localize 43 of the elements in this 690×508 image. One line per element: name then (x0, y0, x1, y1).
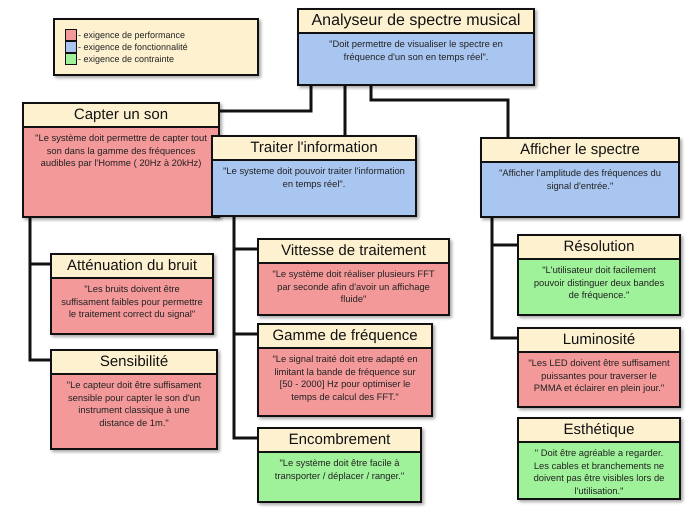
requirement-card (257, 323, 433, 417)
requirement-card (297, 8, 535, 86)
requirement-card (517, 327, 681, 408)
requirement-text: " Doit être agréable a regarder. Les cables et branchements ne doivent pas être visibles lors de l'utilisation." (532, 446, 666, 498)
requirement-title: Traiter l'information (213, 137, 415, 161)
requirement-text: "Le capteur doit être suffisament sensible pour capter le son d'un instrument classique à une distance de 1m." (66, 378, 202, 430)
requirement-text: "Le systeme doit pouvoir traiter l'information en temps réel". (222, 164, 406, 191)
legend-text: - exigence de contrainte (78, 54, 174, 64)
requirement-title: Gamme de fréquence (259, 325, 431, 349)
connector-line (344, 86, 346, 135)
legend-text: - exigence de performance (78, 30, 186, 40)
requirement-title: Analyseur de spectre musical (299, 10, 533, 34)
requirement-text: "L'utilisateur doit facilement pouvoir distinguer deux bandes de fréquence." (532, 263, 666, 302)
requirement-card (22, 102, 220, 218)
requirement-card (50, 253, 214, 335)
connector-line (370, 86, 510, 137)
requirement-card (50, 349, 218, 450)
connector-line (220, 86, 312, 112)
requirement-title: Vittesse de traitement (259, 240, 448, 264)
requirement-card (517, 417, 681, 500)
requirement-card (211, 135, 417, 217)
requirement-title: Résolution (519, 236, 679, 260)
requirement-text: "Le signal traité doit etre adapté en limitant la bande de fréquence sur [50 - 2000] Hz pour optimiser le temps de calcul des FFT." (271, 352, 419, 404)
requirement-text: "Les LED doivent être suffisament puissantes pour traverser le PMMA et éclairer en plein jour." (527, 356, 671, 395)
requirement-title: Atténuation du bruit (52, 255, 212, 279)
requirement-text: "Le système doit permettre de capter tout son dans la gamme des fréquences audibles par l'Homme ( 20Hz à 20kHz) (34, 131, 208, 170)
requirement-title: Luminosité (519, 329, 679, 353)
requirement-card (257, 427, 422, 503)
legend-text: - exigence de fonctionnalité (78, 42, 188, 52)
requirement-title: Sensibilité (52, 351, 216, 375)
requirement-text: "Le système doit réaliser plusieurs FFT par seconde afin d'avoir un affichage fluide" (271, 267, 436, 306)
requirement-card (480, 137, 680, 218)
requirement-card (517, 234, 681, 316)
requirement-text: "Le système doit être facile à transporter / déplacer / ranger." (274, 456, 406, 483)
connector-line (28, 218, 50, 362)
requirement-title: Capter un son (24, 104, 218, 128)
requirement-title: Afficher le spectre (482, 139, 678, 163)
requirement-text: "Doit permettre de visualiser le spectre en fréquence d'un son en temps réel". (328, 37, 504, 64)
requirement-text: "Les bruits doivent être suffisament faibles pour permettre le traitement correct du signal" (60, 282, 204, 321)
requirement-title: Encombrement (259, 429, 420, 453)
requirement-title: Esthétique (519, 419, 679, 443)
requirement-text: "Afficher l'amplitude des fréquences du signal d'entrée." (498, 166, 662, 193)
requirement-card (257, 238, 450, 316)
